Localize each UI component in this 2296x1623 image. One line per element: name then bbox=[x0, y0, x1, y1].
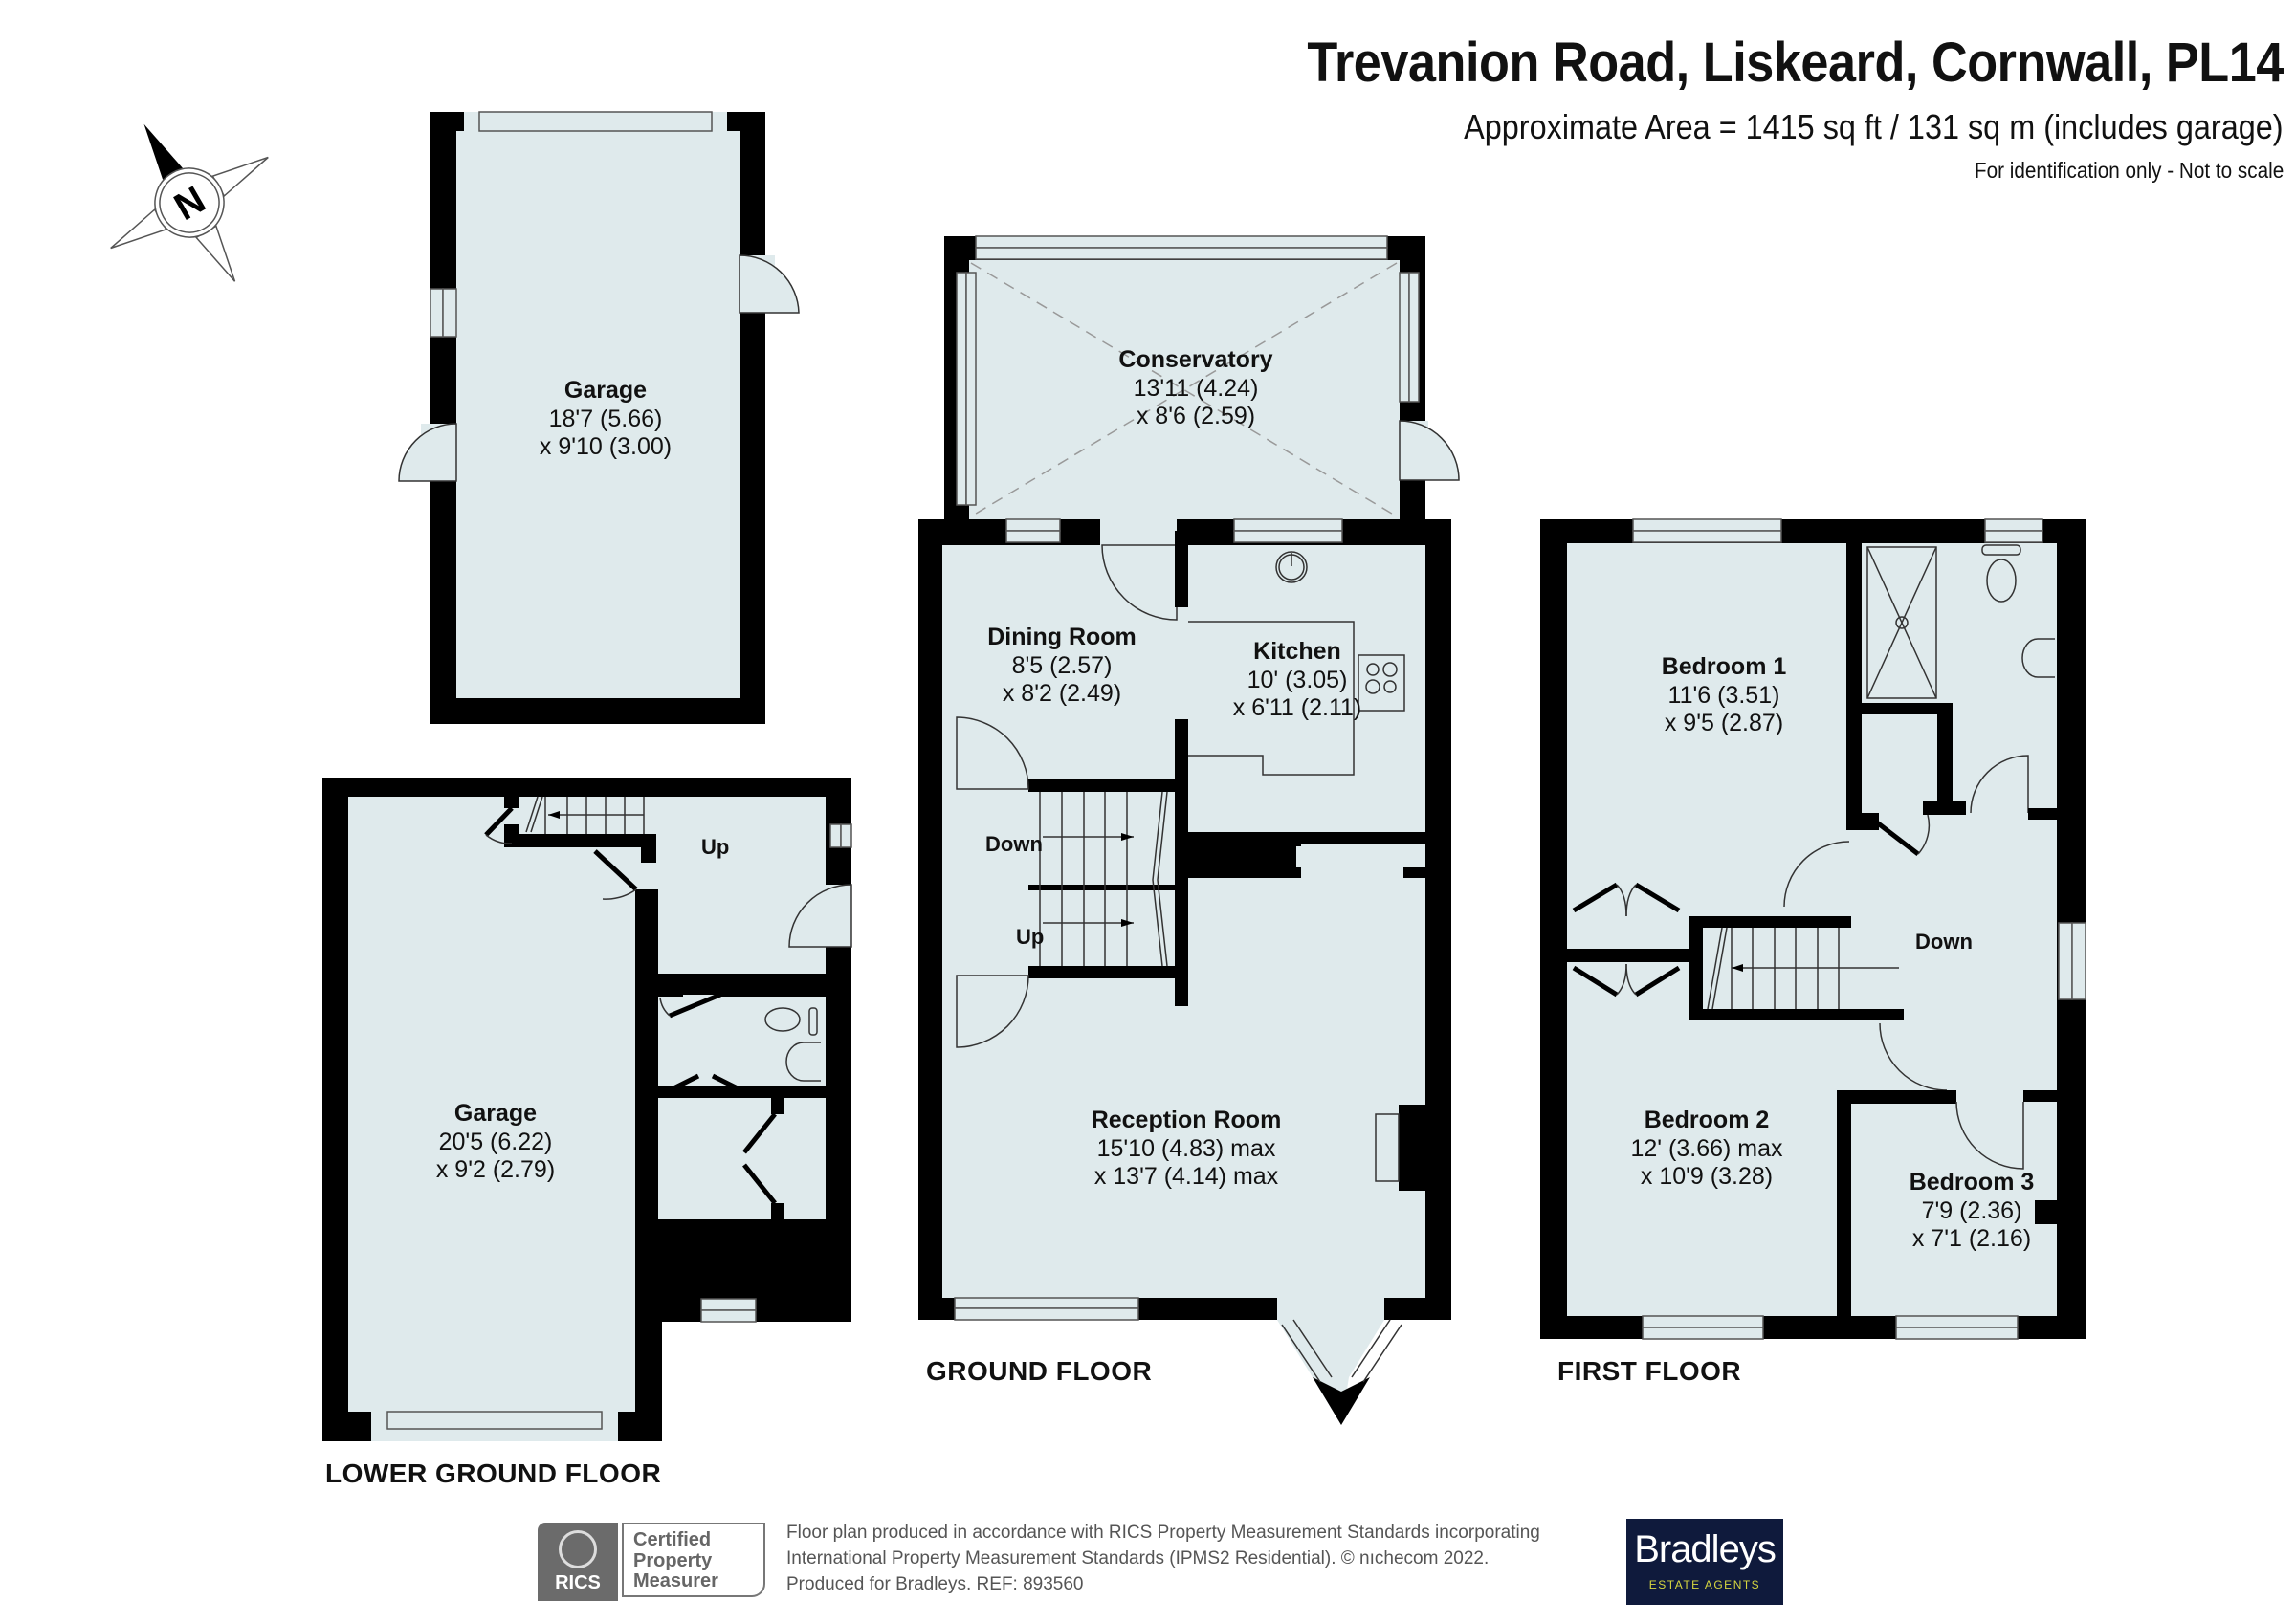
approximate-area: Approximate Area = 1415 sq ft / 131 sq m… bbox=[1464, 107, 2284, 146]
room-label-bedroom-3: Bedroom 3 7'9 (2.36) x 7'1 (2.16) bbox=[1909, 1169, 2035, 1252]
room-label-dining-room: Dining Room 8'5 (2.57) x 8'2 (2.49) bbox=[987, 624, 1137, 707]
rics-logo: RICS bbox=[538, 1523, 618, 1601]
stairs-up-label-ground: Up bbox=[1016, 925, 1045, 949]
stairs-down-label-first: Down bbox=[1915, 930, 1973, 954]
room-label-detached-garage: Garage 18'7 (5.66) x 9'10 (3.00) bbox=[539, 377, 673, 460]
footer-disclaimer: Floor plan produced in accordance with R… bbox=[786, 1523, 1540, 1594]
room-label-kitchen: Kitchen 10' (3.05) x 6'11 (2.11) bbox=[1232, 638, 1362, 721]
detached-garage-plan bbox=[398, 111, 800, 724]
room-label-bedroom-2: Bedroom 2 12' (3.66) max x 10'9 (3.28) bbox=[1630, 1107, 1783, 1190]
room-label-reception-room: Reception Room 15'10 (4.83) max x 13'7 (… bbox=[1091, 1107, 1282, 1190]
room-label-lower-garage: Garage 20'5 (6.22) x 9'2 (2.79) bbox=[435, 1100, 556, 1183]
stairs-up-label-lower: Up bbox=[701, 835, 730, 859]
ground-floor-plan bbox=[918, 235, 1460, 1425]
stairs-down-label-ground: Down bbox=[985, 832, 1043, 856]
floor-label-first: FIRST FLOOR bbox=[1557, 1356, 1742, 1386]
lower-ground-floor-plan bbox=[322, 778, 852, 1441]
property-address-title: Trevanion Road, Liskeard, Cornwall, PL14 bbox=[1307, 32, 2284, 94]
disclaimer-note: For identification only - Not to scale bbox=[1974, 158, 2284, 183]
floor-label-lower-ground: LOWER GROUND FLOOR bbox=[325, 1459, 662, 1488]
bradleys-logo: Bradleys ESTATE AGENTS bbox=[1626, 1519, 1783, 1605]
rics-lion-icon bbox=[559, 1530, 597, 1568]
certified-property-measurer: Certified Property Measurer bbox=[622, 1523, 765, 1597]
floor-label-ground: GROUND FLOOR bbox=[926, 1356, 1153, 1386]
first-floor-plan bbox=[1540, 518, 2086, 1340]
rics-certified-badge: RICS Certified Property Measurer bbox=[538, 1523, 769, 1601]
room-label-bedroom-1: Bedroom 1 11'6 (3.51) x 9'5 (2.87) bbox=[1661, 653, 1787, 736]
compass-north-icon: N bbox=[110, 123, 269, 282]
room-label-conservatory: Conservatory 13'11 (4.24) x 8'6 (2.59) bbox=[1118, 346, 1273, 429]
